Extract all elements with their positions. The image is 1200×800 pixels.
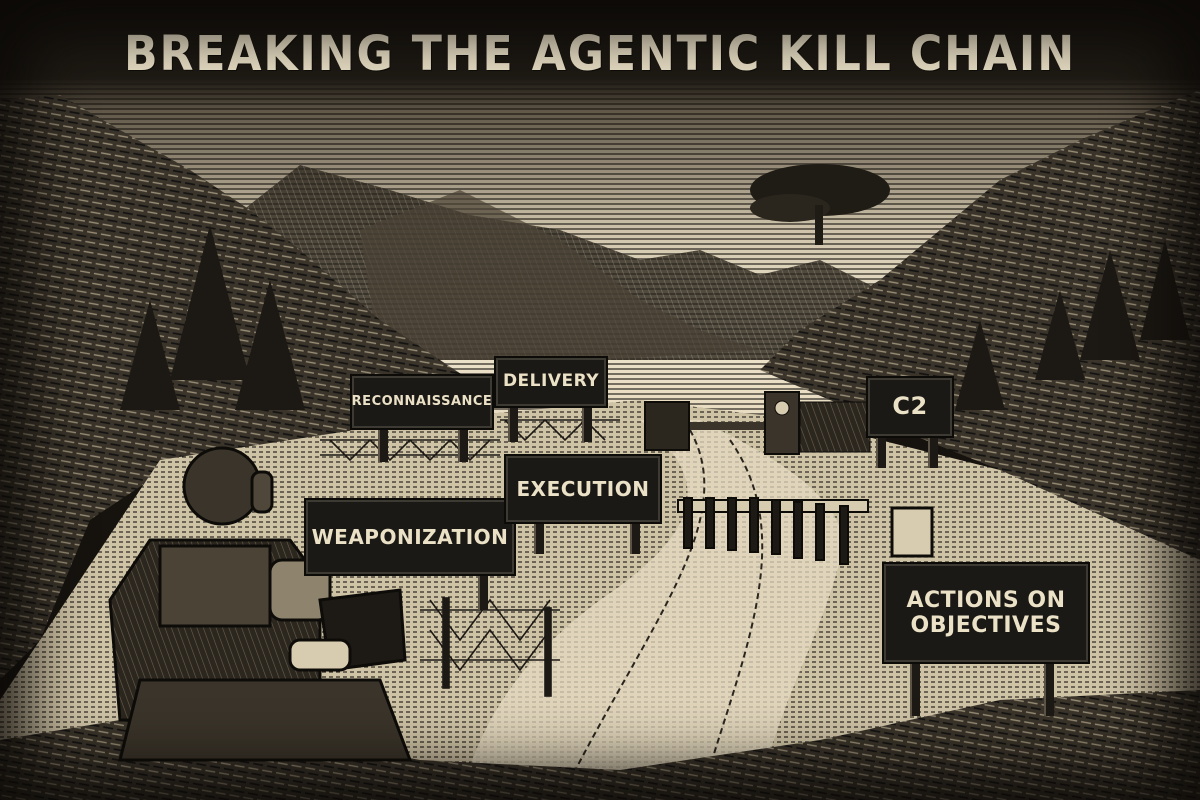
distant-gate-left xyxy=(644,401,765,451)
dirt-road xyxy=(460,420,843,800)
sign-post xyxy=(928,432,938,468)
pine-trees-left xyxy=(120,225,305,410)
sign-post xyxy=(582,402,592,442)
sign-post xyxy=(876,432,886,468)
title-band xyxy=(0,0,1200,110)
sign-post xyxy=(458,426,468,462)
robot-agent xyxy=(108,446,413,762)
striped-barrier xyxy=(677,497,869,565)
sign-post xyxy=(378,426,388,462)
sign-weaponization: WEAPONIZATION xyxy=(306,500,514,574)
sign-post xyxy=(534,516,544,554)
ridge-tree xyxy=(750,164,890,245)
pine-trees-right xyxy=(955,240,1190,410)
sign-actions-on-objectives: ACTIONS ON OBJECTIVES xyxy=(884,564,1088,662)
foreground-rocks xyxy=(0,690,1200,800)
gatehouse-c2 xyxy=(764,391,871,455)
sign-post xyxy=(478,570,488,610)
sign-post xyxy=(910,660,920,716)
page-title: BREAKING THE AGENTIC KILL CHAIN xyxy=(123,26,1076,82)
sign-post xyxy=(1044,660,1054,716)
sign-c2: C2 xyxy=(868,378,952,436)
sign-execution: EXECUTION xyxy=(506,456,660,522)
left-cliffs xyxy=(0,95,470,680)
sign-reconnaissance: RECONNAISSANCE xyxy=(352,376,492,428)
sign-delivery: DELIVERY xyxy=(496,358,606,406)
warning-plaque xyxy=(890,506,934,558)
sign-post xyxy=(630,516,640,554)
wire-fence xyxy=(320,418,620,697)
sign-post xyxy=(508,402,518,442)
